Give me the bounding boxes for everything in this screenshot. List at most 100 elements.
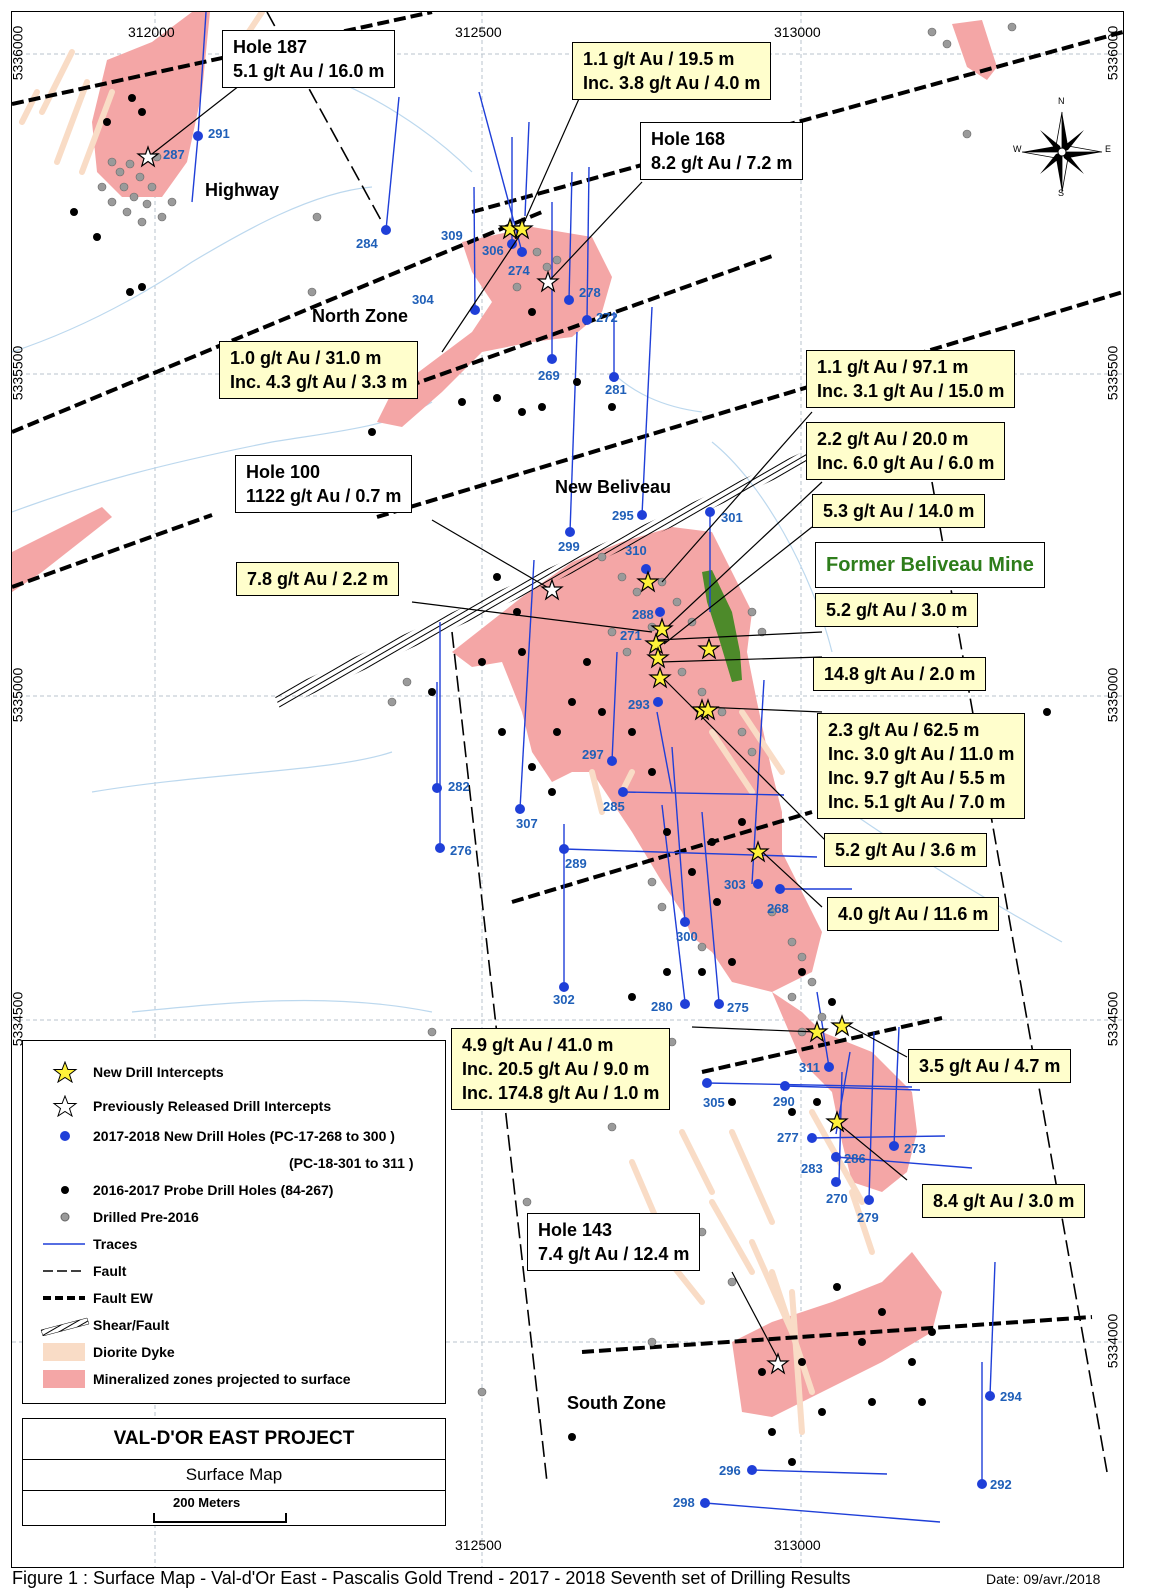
callout-line: 4.9 g/t Au / 41.0 m (462, 1035, 614, 1055)
zone-label-north: North Zone (312, 306, 408, 326)
hole-label: 292 (990, 1477, 1012, 1492)
coord-right-y-4: 5334000 (1104, 1313, 1121, 1369)
coord-left-y-0: 5336000 (9, 25, 26, 81)
hole-label: 289 (565, 856, 587, 871)
legend-item: Drilled Pre-2016 (23, 1206, 443, 1228)
zone-label-highway: Highway (205, 180, 280, 200)
hole-label: 306 (482, 243, 504, 258)
callout-hole187: Hole 187 5.1 g/t Au / 16.0 m (222, 30, 396, 88)
hole-label: 305 (703, 1095, 725, 1110)
callout-intercept: 14.8 g/t Au / 2.0 m (813, 657, 987, 691)
diorite-dyke-icon (43, 1343, 85, 1361)
previous-intercept-star-icon (52, 1095, 78, 1117)
compass-w: W (1013, 144, 1022, 154)
callout-line: Inc. 3.0 g/t Au / 11.0 m (828, 744, 1015, 764)
callout-former-mine: Former Beliveau Mine (815, 542, 1045, 588)
former-mine-zone (702, 570, 742, 682)
hole-label: 302 (553, 992, 575, 1007)
hole-label: 304 (412, 292, 434, 307)
hole-label: 278 (579, 285, 601, 300)
compass-e: E (1105, 144, 1112, 154)
callout-line: 7.8 g/t Au / 2.2 m (247, 569, 389, 589)
coord-left-y-2: 5335000 (9, 667, 26, 723)
drill-traces (191, 12, 996, 1523)
hole-label: 295 (612, 508, 634, 523)
coord-right-y-3: 5334500 (1104, 991, 1121, 1047)
legend-label: 2016-2017 Probe Drill Holes (84-267) (93, 1182, 334, 1198)
hole-label: 279 (857, 1210, 879, 1225)
coord-top-x-0: 312000 (128, 24, 175, 40)
hole-label: 282 (448, 779, 470, 794)
callout-line: Inc. 5.1 g/t Au / 7.0 m (828, 792, 1006, 812)
intercept-stars-previous (136, 145, 790, 1375)
title-block: VAL-D'OR EAST PROJECT Surface Map 200 Me… (22, 1418, 446, 1526)
callout-intercept: 5.2 g/t Au / 3.0 m (815, 593, 979, 627)
hole-label: 270 (826, 1191, 848, 1206)
callout-hole168: Hole 168 8.2 g/t Au / 7.2 m (640, 122, 804, 180)
hole-label: 276 (450, 843, 472, 858)
probe-hole-icon (61, 1186, 69, 1194)
diorite-dykes (19, 12, 875, 1435)
legend-item: 2016-2017 Probe Drill Holes (84-267) (23, 1179, 443, 1201)
legend-label: Diorite Dyke (93, 1344, 175, 1360)
hole-label: 299 (558, 539, 580, 554)
callout-intercept: 3.5 g/t Au / 4.7 m (908, 1049, 1072, 1083)
coord-bottom-x-1: 313000 (774, 1537, 821, 1553)
hole-label: 271 (620, 628, 642, 643)
legend-label: Drilled Pre-2016 (93, 1209, 199, 1225)
callout-line: Inc. 20.5 g/t Au / 9.0 m (462, 1059, 650, 1079)
hole-label: 293 (628, 697, 650, 712)
callout-line: Inc. 174.8 g/t Au / 1.0 m (462, 1083, 660, 1103)
callout-line: 4.0 g/t Au / 11.6 m (838, 904, 989, 924)
callout-line: 1122 g/t Au / 0.7 m (246, 486, 402, 506)
mineralized-zone-icon (43, 1370, 85, 1388)
callout-line: 14.8 g/t Au / 2.0 m (824, 664, 976, 684)
hole-label: 288 (632, 607, 654, 622)
callout-intercept: 8.4 g/t Au / 3.0 m (922, 1184, 1086, 1218)
legend-label: Fault (93, 1263, 127, 1279)
callout-intercept: 2.3 g/t Au / 62.5 m Inc. 3.0 g/t Au / 11… (817, 713, 1026, 819)
legend-item: (PC-18-301 to 311 ) (23, 1152, 443, 1174)
callout-line: 5.1 g/t Au / 16.0 m (233, 61, 385, 81)
callout-line: 7.4 g/t Au / 12.4 m (538, 1244, 690, 1264)
hole-label: 298 (673, 1495, 695, 1510)
callout-line: 5.2 g/t Au / 3.6 m (835, 840, 977, 860)
callout-line: Hole 168 (651, 129, 726, 149)
hole-label: 309 (441, 228, 463, 243)
legend-label: Previously Released Drill Intercepts (93, 1098, 332, 1114)
callout-intercept: 5.3 g/t Au / 14.0 m (812, 494, 986, 528)
callout-line: Inc. 4.3 g/t Au / 3.3 m (230, 372, 408, 392)
hole-label: 303 (724, 877, 746, 892)
hole-label: 272 (596, 310, 618, 325)
legend-item: Previously Released Drill Intercepts (23, 1095, 443, 1117)
legend-label: Mineralized zones projected to surface (93, 1371, 351, 1387)
ew-faults (12, 12, 1123, 1354)
fault-line-icon (43, 1270, 85, 1272)
coord-left-y-3: 5334500 (9, 991, 26, 1047)
hole-label: 269 (538, 368, 560, 383)
map-type: Surface Map (23, 1460, 445, 1491)
coord-top-x-1: 312500 (455, 24, 502, 40)
callout-line: Inc. 3.1 g/t Au / 15.0 m (817, 381, 1005, 401)
hole-label: 291 (208, 126, 230, 141)
compass-rose-icon (1021, 111, 1103, 193)
hole-label: 286 (844, 1151, 866, 1166)
legend-label: Shear/Fault (93, 1317, 170, 1333)
callout-line: 2.2 g/t Au / 20.0 m (817, 429, 969, 449)
hole-label: 284 (356, 236, 378, 251)
callout-line: 5.3 g/t Au / 14.0 m (823, 501, 975, 521)
callout-intercept: 1.1 g/t Au / 97.1 m Inc. 3.1 g/t Au / 15… (806, 350, 1016, 408)
hole-label: 285 (603, 799, 625, 814)
callout-intercept: 7.8 g/t Au / 2.2 m (236, 562, 400, 596)
compass-n: N (1058, 96, 1065, 106)
callout-line: 3.5 g/t Au / 4.7 m (919, 1056, 1061, 1076)
hole-label: 283 (801, 1161, 823, 1176)
new-drill-holes (193, 131, 995, 1508)
callout-line: 2.3 g/t Au / 62.5 m (828, 720, 980, 740)
intercept-stars-new (498, 217, 854, 1133)
scale-bar (153, 1513, 287, 1523)
compass-s: S (1058, 188, 1065, 198)
hole-label: 307 (516, 816, 538, 831)
legend-item: Diorite Dyke (23, 1341, 443, 1363)
callout-intercept: 4.0 g/t Au / 11.6 m (827, 897, 1000, 931)
